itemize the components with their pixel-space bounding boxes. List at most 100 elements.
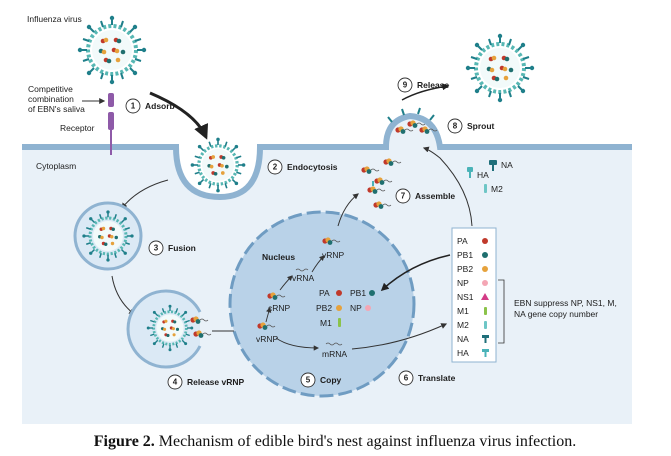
crnp-label: cRNP [268,303,291,313]
mrna-label: mRNA [322,349,347,359]
panel-to-sprout-arrow [422,146,473,227]
panel-protein-label: NP [457,278,469,288]
adsorb-arrow [149,91,209,140]
svg-text:Endocytosis: Endocytosis [287,162,338,172]
translate-arrow [351,323,448,350]
svg-text:Adsorb: Adsorb [145,101,175,111]
step-endocytosis: 2 Endocytosis [267,159,338,175]
panel-protein-m1: M1 [457,306,487,316]
released-virus-icon [463,31,537,105]
nucleus-to-assemble-arrow [337,193,359,227]
svg-text:Copy: Copy [320,375,342,385]
panel-protein-label: M1 [457,306,469,316]
ebn-note-1: EBN suppress NP, NS1, M, [514,298,617,308]
panel-protein-glyph [482,335,489,343]
cell-membrane [22,112,632,201]
ebn-note-2: NA gene copy number [514,309,598,319]
ha-floating-icon [467,167,473,178]
panel-protein-np: NP [457,278,488,288]
vrna-wave [295,268,309,272]
vrnp-left-label: vRNP [256,334,279,344]
panel-protein-label: NS1 [457,292,474,302]
cytoplasm-label: Cytoplasm [36,161,76,171]
svg-text:NP: NP [350,303,362,313]
vrnp-to-crnp-arrow [265,306,272,323]
competitive-label-1: Competitive [28,84,73,94]
svg-text:PB2: PB2 [316,303,332,313]
panel-protein-ns1: NS1 [457,292,489,302]
svg-text:Fusion: Fusion [168,243,196,253]
svg-text:Sprout: Sprout [467,121,495,131]
panel-protein-label: PA [457,236,468,246]
svg-text:PB1: PB1 [350,288,366,298]
panel-protein-pa: PA [457,236,488,246]
nucleus [228,210,416,398]
svg-text:3: 3 [154,244,159,253]
sprouting-bud [387,107,438,135]
svg-text:6: 6 [404,374,409,383]
panel-protein-glyph [481,293,489,300]
caption-text: Mechanism of edible bird's nest against … [155,433,576,450]
panel-to-nucleus-arrow [380,254,451,292]
panel-protein-glyph [482,349,489,357]
svg-text:1: 1 [131,102,136,111]
panel-protein-glyph [482,238,488,244]
panel-protein-glyph [484,307,487,315]
panel-protein-label: PB1 [457,250,473,260]
vrna-label: vRNA [292,273,315,283]
protein-panel [451,227,497,363]
m2-floating-label: M2 [491,184,503,194]
endocytosis-arrow [121,179,169,209]
open-endosome [126,289,212,369]
step-adsorb: 1 Adsorb [125,98,175,114]
caption-prefix: Figure 2. [94,433,155,450]
svg-text:9: 9 [403,81,408,90]
fusion-endosome [73,201,143,271]
mrna-wave [325,342,343,346]
na-floating-icon [489,160,497,171]
nucleus-protein-pa: PA [319,288,342,298]
svg-text:8: 8 [453,122,458,131]
panel-protein-glyph [482,280,488,286]
vrnp-top-label: vRNP [322,250,345,260]
svg-text:7: 7 [401,192,406,201]
step-release: 9 Release [397,77,449,93]
step-fusion: 3 Fusion [148,240,196,256]
svg-text:5: 5 [306,376,311,385]
step-sprout: 8 Sprout [447,118,495,134]
svg-text:Translate: Translate [418,373,456,383]
panel-protein-glyph [484,321,487,329]
svg-text:Assemble: Assemble [415,191,455,201]
vrnp-to-mrna-arrow [275,337,320,351]
endocytosis-virus-icon [189,136,247,194]
assembling-components [360,157,402,210]
panel-protein-glyph [482,266,488,272]
svg-text:PA: PA [319,288,330,298]
nucleus-protein-pb1: PB1 [350,288,375,298]
panel-protein-pb1: PB1 [457,250,488,260]
svg-text:Release vRNP: Release vRNP [187,377,245,387]
m2-floating-icon [484,184,487,193]
svg-text:M1: M1 [320,318,332,328]
svg-text:4: 4 [173,378,178,387]
receptor-icon [108,93,114,155]
influenza-virus-label: Influenza virus [27,14,82,24]
panel-protein-pb2: PB2 [457,264,488,274]
release-arrow [401,83,450,101]
panel-protein-label: PB2 [457,264,473,274]
na-floating-label: NA [501,160,513,170]
panel-protein-m2: M2 [457,320,487,330]
panel-protein-label: M2 [457,320,469,330]
receptor-label: Receptor [60,123,95,133]
panel-protein-label: HA [457,348,469,358]
panel-protein-na: NA [457,334,489,344]
crnp-arrow [279,275,293,291]
nucleus-protein-np: NP [350,303,371,313]
panel-protein-glyph [482,252,488,258]
influenza-virus-icon [75,13,149,87]
nucleus-label: Nucleus [262,252,295,262]
panel-protein-label: NA [457,334,469,344]
step-assemble: 7 Assemble [395,188,455,204]
competitive-label-3: of EBN's saliva [28,104,85,114]
